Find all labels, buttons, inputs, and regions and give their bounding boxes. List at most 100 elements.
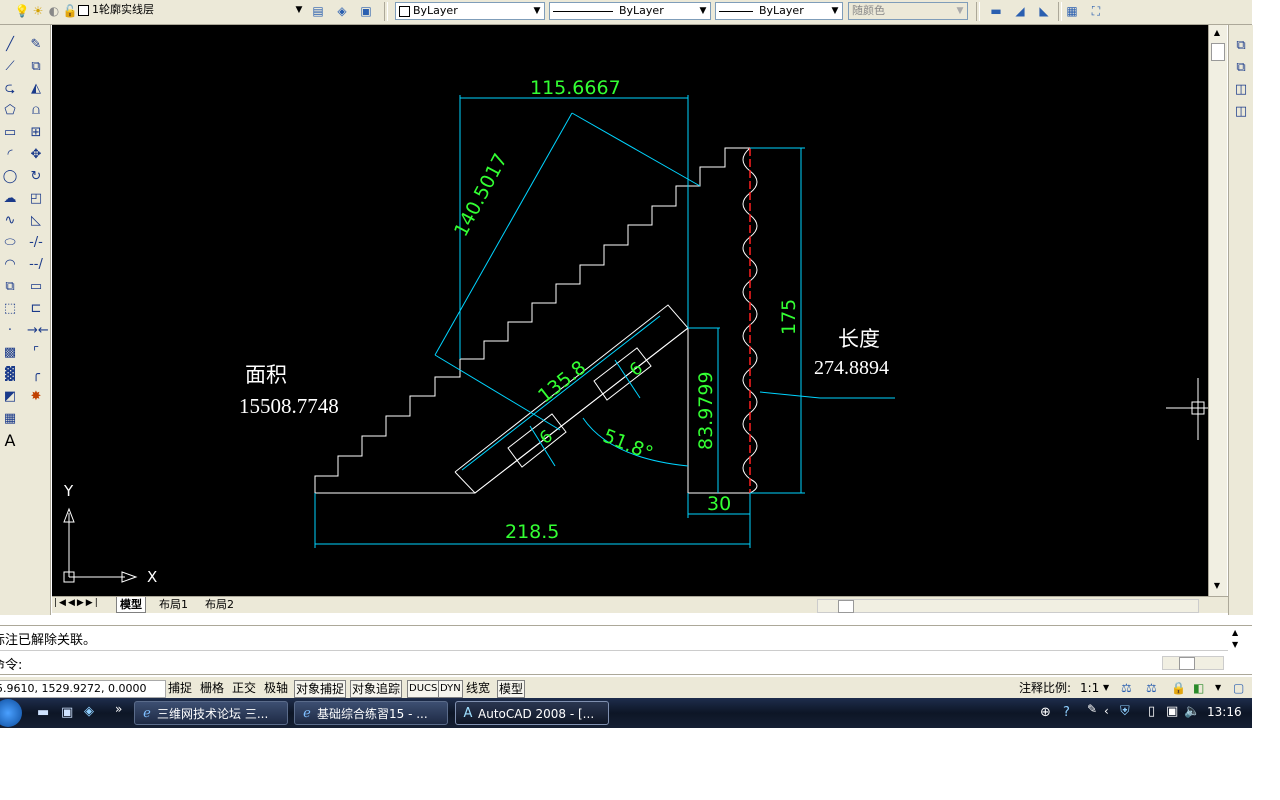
hscroll-thumb[interactable] — [838, 600, 854, 613]
scroll-up-icon[interactable]: ▲ — [1213, 28, 1221, 37]
offset-icon[interactable]: ⩍ — [31, 103, 41, 118]
spline-icon[interactable]: ∿ — [4, 213, 16, 228]
lineweight-button[interactable]: 线宽 — [466, 681, 491, 695]
layer-previous-icon[interactable]: ▣ — [360, 4, 372, 18]
break-icon[interactable]: ⊏ — [30, 301, 42, 316]
model-space-canvas[interactable]: 115.6667 140.5017 135.8 6 6 51.8° 83.979… — [52, 25, 1208, 596]
polygon-icon[interactable]: ⬠ — [4, 103, 16, 118]
make-layer-current-icon[interactable]: ◈ — [337, 4, 347, 18]
status-tray-settings-icon[interactable]: ◧ — [1193, 681, 1205, 695]
extend-icon[interactable]: --/ — [29, 257, 43, 272]
tab-model[interactable]: 模型 — [116, 597, 146, 613]
lineweight-dropdown[interactable]: ByLayer ▼ — [715, 2, 843, 20]
point-icon[interactable]: · — [7, 323, 13, 338]
chevron-down-icon[interactable]: ▼ — [696, 3, 710, 19]
command-window[interactable]: 标注已解除关联。 命令: ▲ ▼ — [0, 625, 1252, 675]
arc-icon[interactable]: ◜ — [7, 147, 13, 162]
ellipse-arc-icon[interactable]: ◠ — [4, 257, 16, 272]
command-prompt[interactable]: 命令: — [0, 658, 23, 673]
text-style-icon[interactable]: ◣ — [1039, 4, 1049, 18]
model-button[interactable]: 模型 — [497, 680, 526, 698]
tab-layout2[interactable]: 布局2 — [205, 598, 234, 611]
join-icon[interactable]: →← — [27, 323, 49, 338]
chevron-down-icon[interactable]: ▼ — [828, 3, 842, 19]
send-under-icon[interactable]: ◫ — [1234, 104, 1248, 119]
rotate-icon[interactable]: ↻ — [30, 169, 42, 184]
layer-dropdown[interactable]: 1轮廓实线层 ▼ — [78, 2, 306, 20]
send-to-back-icon[interactable]: ⧉ — [1236, 60, 1246, 75]
chevron-down-icon[interactable]: ▼ — [1103, 683, 1110, 692]
polar-button[interactable]: 极轴 — [264, 681, 289, 695]
move-icon[interactable]: ✥ — [30, 147, 42, 162]
ducs-button[interactable]: DUCS — [407, 680, 440, 698]
erase-icon[interactable]: ✎ — [30, 37, 42, 52]
layer-properties-icon[interactable]: ▤ — [312, 4, 324, 18]
chevron-down-icon[interactable]: ▼ — [530, 3, 544, 19]
tray-network-icon[interactable]: ⊕ — [1040, 705, 1051, 720]
tray-volume-icon[interactable]: 🔈 — [1184, 704, 1201, 719]
plotstyle-dropdown[interactable]: 随颜色 ▼ — [848, 2, 968, 20]
make-block-icon[interactable]: ⬚ — [3, 301, 17, 316]
annotation-autoscale-icon[interactable]: ⚖ — [1146, 681, 1157, 695]
tab-layout1[interactable]: 布局1 — [159, 598, 188, 611]
array-icon[interactable]: ⊞ — [30, 125, 42, 140]
start-orb-icon[interactable] — [0, 699, 22, 727]
hatch-icon[interactable]: ▩ — [3, 345, 17, 360]
line-icon[interactable]: ╱ — [6, 37, 14, 52]
layer-lock-icon[interactable]: 🔓 — [62, 4, 78, 18]
tray-shield-icon[interactable]: ⛨ — [1120, 704, 1130, 719]
cmd-scroll-up-icon[interactable]: ▲ — [1232, 628, 1239, 637]
horizontal-scrollbar[interactable] — [817, 599, 1199, 613]
revision-cloud-icon[interactable]: ☁ — [3, 191, 17, 206]
tray-device-icon[interactable]: ▯ — [1148, 704, 1156, 719]
layer-freeze-sun-icon[interactable]: ☀ — [32, 4, 44, 18]
dimension-style-icon[interactable]: ◢ — [1015, 4, 1025, 18]
construction-line-icon[interactable]: ⟋ — [5, 59, 15, 74]
bring-above-icon[interactable]: ◫ — [1234, 82, 1248, 97]
clean-screen-icon[interactable]: ▢ — [1233, 681, 1245, 695]
otrack-button[interactable]: 对象追踪 — [350, 680, 403, 698]
chamfer-icon[interactable]: ⌜ — [32, 345, 40, 360]
table-icon[interactable]: ▦ — [3, 411, 17, 426]
layer-on-bulb-icon[interactable]: 💡 — [14, 4, 30, 18]
ortho-button[interactable]: 正交 — [232, 681, 257, 695]
snap-button[interactable]: 捕捉 — [168, 681, 193, 695]
color-dropdown[interactable]: ByLayer ▼ — [395, 2, 545, 20]
fillet-icon[interactable]: ╭ — [32, 367, 40, 382]
quick-launch-more-icon[interactable]: » — [115, 702, 123, 716]
table-style-icon[interactable]: ▦ — [1066, 4, 1078, 18]
cmd-scroll-down-icon[interactable]: ▼ — [1232, 640, 1239, 649]
mirror-icon[interactable]: ◭ — [31, 81, 41, 96]
chevron-down-icon[interactable]: ▼ — [953, 3, 967, 19]
gradient-icon[interactable]: ▓ — [5, 367, 15, 382]
tray-expand-icon[interactable]: ‹ — [1104, 704, 1109, 718]
annotation-visibility-icon[interactable]: ⚖ — [1121, 681, 1132, 695]
tray-monitor-icon[interactable]: ▣ — [1166, 704, 1179, 719]
layer-viewport-icon[interactable]: ◐ — [48, 4, 60, 18]
cmd-hscroll-thumb[interactable] — [1179, 657, 1195, 670]
cmd-hscroll[interactable] — [1162, 656, 1224, 670]
polyline-icon[interactable]: ⮎ — [4, 81, 16, 96]
linetype-dropdown[interactable]: ByLayer ▼ — [549, 2, 711, 20]
toolbar-lock-icon[interactable]: 🔒 — [1171, 681, 1186, 695]
scale-icon[interactable]: ◰ — [29, 191, 43, 206]
tray-pen-icon[interactable]: ✎ — [1087, 702, 1098, 716]
insert-block-icon[interactable]: ⧉ — [5, 279, 15, 294]
circle-icon[interactable]: ◯ — [2, 169, 18, 184]
ellipse-icon[interactable]: ⬭ — [4, 235, 16, 250]
multiline-text-icon[interactable]: A — [4, 431, 16, 450]
annotation-scale-value[interactable]: 1:1 — [1080, 681, 1100, 695]
explode-icon[interactable]: ✸ — [30, 389, 42, 404]
bring-to-front-icon[interactable]: ⧉ — [1236, 38, 1246, 53]
quick-launch-window-icon[interactable]: ▣ — [61, 705, 74, 720]
tray-help-icon[interactable]: ? — [1063, 705, 1070, 720]
stretch-icon[interactable]: ◺ — [31, 213, 41, 228]
vertical-scrollbar[interactable]: ▲ ▼ — [1208, 25, 1227, 596]
copy-icon[interactable]: ⧉ — [31, 59, 41, 74]
multileader-style-icon[interactable]: ⛶ — [1091, 4, 1101, 18]
scroll-down-icon[interactable]: ▼ — [1213, 581, 1221, 590]
break-at-point-icon[interactable]: ▭ — [29, 279, 43, 294]
